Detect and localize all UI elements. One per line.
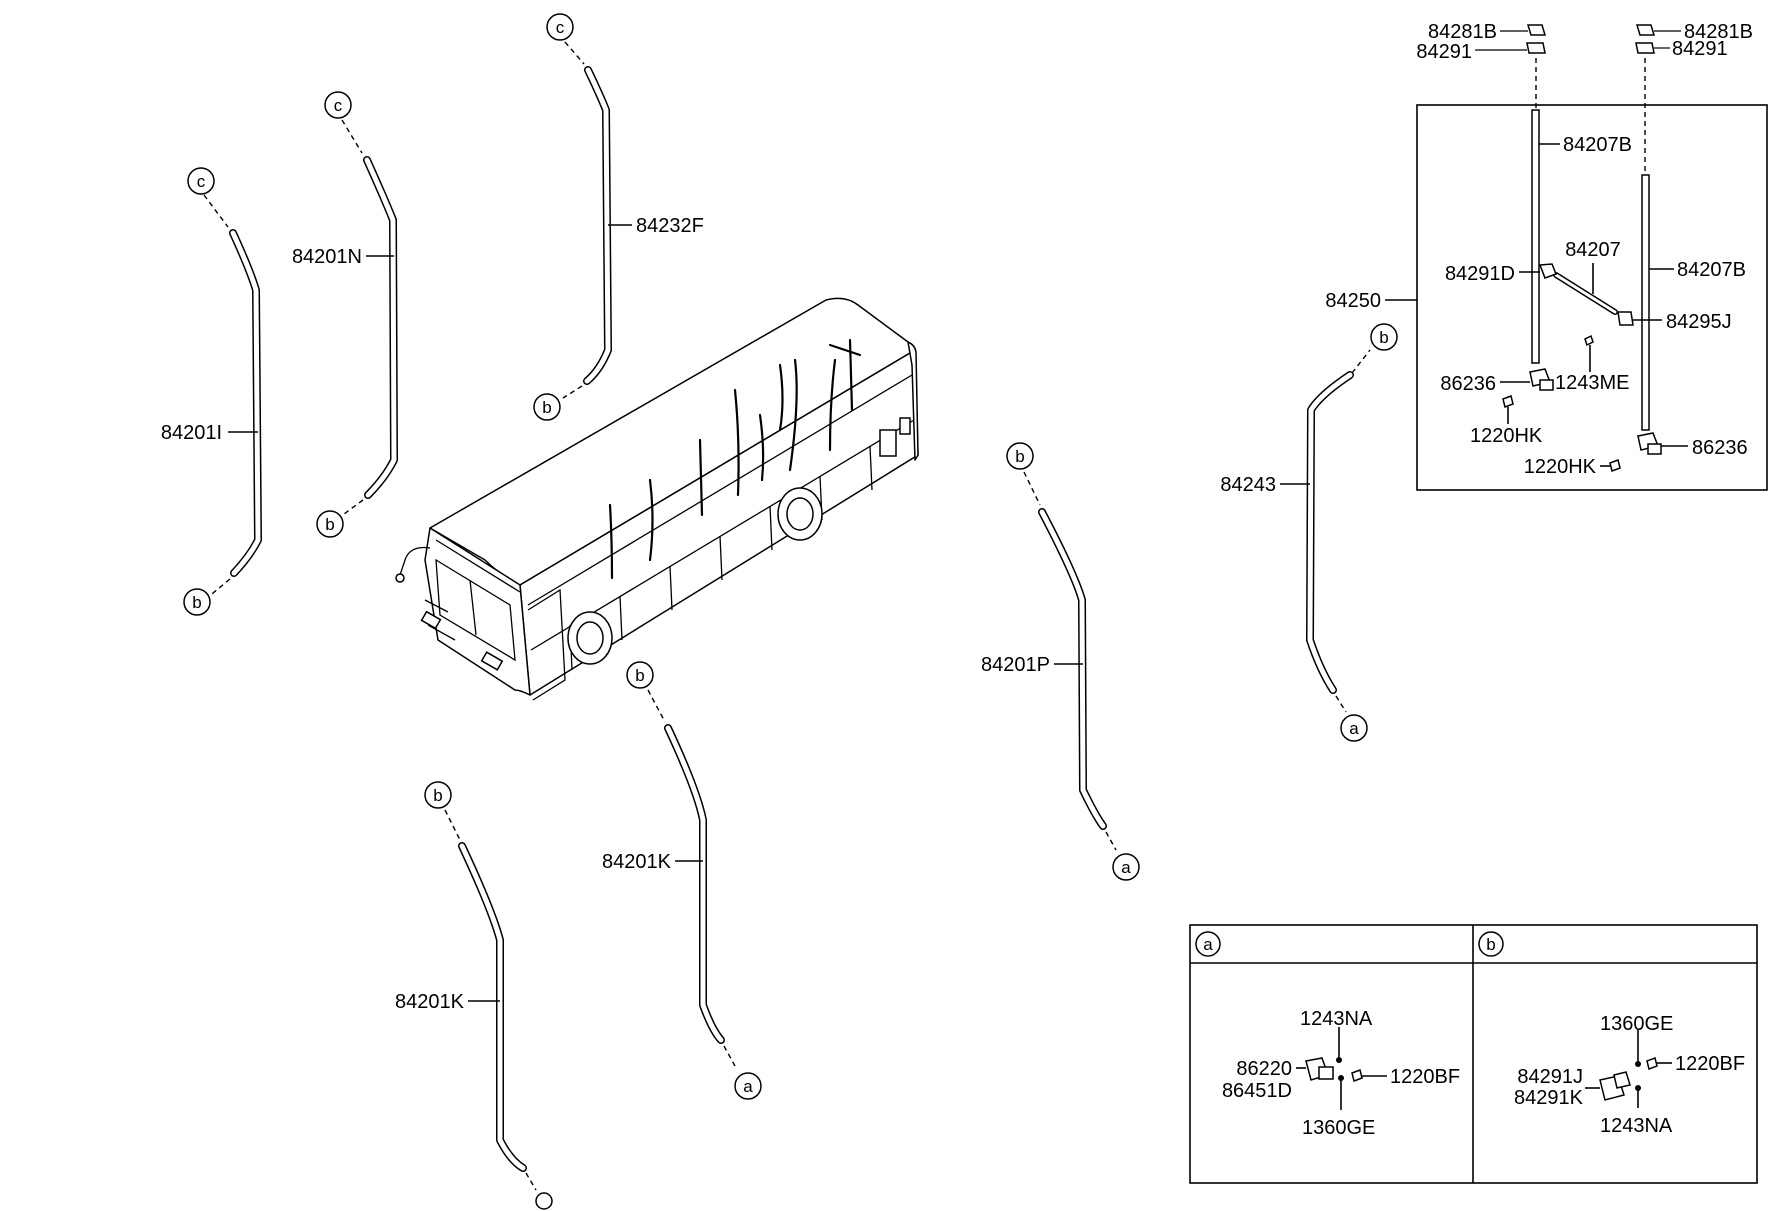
- tube-84201I: [203, 194, 262, 599]
- clip-84291D: 84291D: [1445, 263, 1557, 285]
- label-84201K-low: 84201K: [395, 991, 465, 1013]
- callout-b-84232F: b: [533, 393, 561, 421]
- callout-b-84243: b: [1370, 323, 1398, 351]
- clip-84295J: 84295J: [1617, 311, 1732, 333]
- svg-text:b: b: [325, 515, 334, 534]
- svg-text:86236: 86236: [1440, 373, 1496, 395]
- svg-text:84207: 84207: [1565, 239, 1621, 261]
- svg-text:1243ME: 1243ME: [1555, 372, 1630, 394]
- svg-text:1220HK: 1220HK: [1470, 425, 1543, 447]
- svg-text:84207B: 84207B: [1563, 134, 1632, 156]
- callout-a-84243: a: [1340, 714, 1368, 742]
- callout-c-84201N: c: [324, 91, 352, 119]
- svg-text:b: b: [433, 786, 442, 805]
- svg-text:c: c: [197, 172, 206, 191]
- svg-text:1243NA: 1243NA: [1300, 1008, 1373, 1030]
- svg-text:b: b: [1486, 935, 1495, 954]
- screw-1220HK-left: 1220HK: [1470, 395, 1543, 447]
- svg-text:c: c: [334, 96, 343, 115]
- label-84281B-right: 84281B: [1684, 21, 1753, 43]
- svg-text:84291K: 84291K: [1514, 1087, 1584, 1109]
- svg-text:86236: 86236: [1692, 437, 1748, 459]
- tube-84201K-low: [444, 809, 537, 1191]
- label-84243: 84243: [1220, 474, 1276, 496]
- rod-84207B-right: 84207B: [1641, 174, 1746, 431]
- tube-84243: [1280, 349, 1371, 713]
- svg-text:1360GE: 1360GE: [1600, 1013, 1673, 1035]
- detail-a: a 1243NA 86220 86451D 1220BF 1360GE: [1195, 931, 1460, 1139]
- bracket-86236-right: 86236: [1637, 432, 1748, 459]
- svg-text:1220HK: 1220HK: [1524, 456, 1597, 478]
- svg-text:1243NA: 1243NA: [1600, 1115, 1673, 1137]
- rod-84207B-left: 84207B: [1531, 109, 1632, 364]
- svg-text:b: b: [192, 593, 201, 612]
- svg-text:a: a: [1203, 935, 1213, 954]
- svg-text:1220BF: 1220BF: [1675, 1053, 1745, 1075]
- detail-a-header: a: [1195, 931, 1221, 957]
- svg-text:c: c: [556, 18, 565, 37]
- rod-84207: 84207: [1553, 239, 1621, 315]
- label-84281B-left: 84281B: [1428, 21, 1497, 43]
- detail-b-header: b: [1478, 931, 1504, 957]
- svg-text:b: b: [1015, 447, 1024, 466]
- svg-text:a: a: [743, 1077, 753, 1096]
- callout-a-84201P: a: [1112, 853, 1140, 881]
- svg-text:1360GE: 1360GE: [1302, 1117, 1375, 1139]
- label-84201I: 84201I: [161, 422, 222, 444]
- callout-b-84201K-low: b: [424, 781, 452, 809]
- label-84291-right: 84291: [1672, 38, 1728, 60]
- svg-text:1220BF: 1220BF: [1390, 1066, 1460, 1088]
- callout-a-84201K-low: [535, 1192, 553, 1210]
- detail-table: [1189, 924, 1758, 1184]
- callout-b-84201N: b: [316, 510, 344, 538]
- tube-84201K-mid: [647, 689, 736, 1067]
- svg-text:84295J: 84295J: [1666, 311, 1732, 333]
- label-84291-left: 84291: [1416, 41, 1472, 63]
- callout-b-84201P: b: [1006, 442, 1034, 470]
- tube-84201P: [1023, 471, 1117, 851]
- screw-1243ME: 1243ME: [1555, 334, 1630, 394]
- callout-c-84201I: c: [187, 167, 215, 195]
- kit-box-84250: 84250: [1325, 104, 1768, 491]
- screw-1220HK-right: 1220HK: [1524, 456, 1621, 478]
- svg-text:b: b: [542, 398, 551, 417]
- callout-c-84232F: c: [546, 13, 574, 41]
- svg-text:a: a: [1121, 858, 1131, 877]
- tube-84232F: [562, 41, 632, 399]
- svg-text:84207B: 84207B: [1677, 259, 1746, 281]
- bracket-86236-left: 86236: [1440, 368, 1554, 395]
- svg-text:84291J: 84291J: [1517, 1066, 1583, 1088]
- svg-text:84291D: 84291D: [1445, 263, 1515, 285]
- label-84201N: 84201N: [292, 246, 362, 268]
- callout-a-84201K-mid: a: [734, 1072, 762, 1100]
- callout-b-84201K-mid: b: [626, 661, 654, 689]
- label-84232F: 84232F: [636, 215, 704, 237]
- svg-text:b: b: [635, 666, 644, 685]
- svg-text:a: a: [1349, 719, 1359, 738]
- svg-text:86220: 86220: [1236, 1058, 1292, 1080]
- svg-text:b: b: [1379, 328, 1388, 347]
- tube-84201N: [339, 119, 398, 518]
- bus-illustration: [395, 297, 919, 701]
- label-84201K-mid: 84201K: [602, 851, 672, 873]
- clip-stack-left: 84281B 84291: [1416, 21, 1547, 110]
- label-84250: 84250: [1325, 290, 1381, 312]
- detail-b: b 1360GE 84291J 84291K 1220BF 1243NA: [1478, 931, 1745, 1137]
- label-84201P: 84201P: [981, 654, 1050, 676]
- callout-b-84201I: b: [183, 588, 211, 616]
- clip-stack-right: 84281B 84291: [1635, 21, 1753, 175]
- svg-text:86451D: 86451D: [1222, 1080, 1292, 1102]
